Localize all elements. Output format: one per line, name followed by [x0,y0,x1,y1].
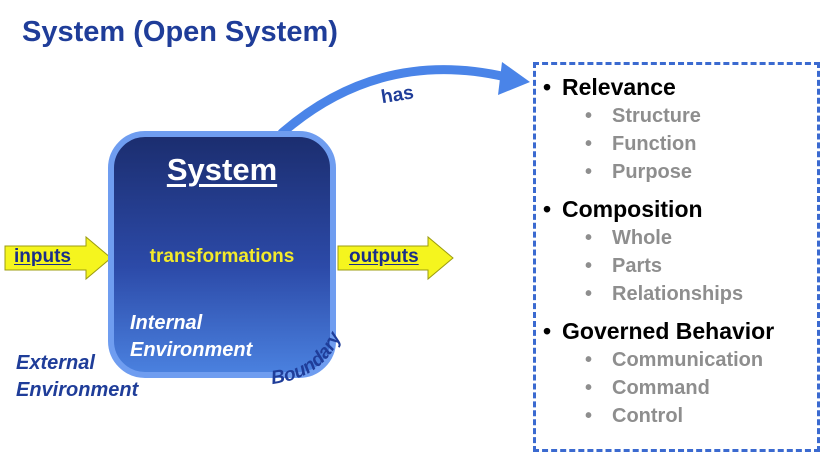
external-environment-label: External Environment [16,350,138,404]
external-line-1: External [16,352,95,374]
property-group-relevance: •Relevance •Structure •Function •Purpose [543,72,818,186]
bullet-icon: • [585,405,593,427]
bullet-icon: • [585,255,593,277]
bullet-icon: • [543,196,552,222]
outputs-arrow [337,235,454,281]
property-heading: •Relevance [543,74,676,100]
bullet-icon: • [585,349,593,371]
bullet-icon: • [585,105,593,127]
property-heading: •Composition [543,196,703,222]
property-item: •Whole [543,224,818,252]
property-item: •Relationships [543,280,818,308]
property-group-composition: •Composition •Whole •Parts •Relationship… [543,194,818,308]
bullet-icon: • [585,283,593,305]
property-item: •Structure [543,102,818,130]
transformations-label: transformations [149,246,295,267]
properties-list: •Relevance •Structure •Function •Purpose… [543,72,818,438]
bullet-icon: • [543,74,552,100]
internal-line-2: Environment [130,339,253,361]
internal-environment-label: Internal Environment [130,310,252,364]
bullet-icon: • [585,377,593,399]
property-group-governed-behavior: •Governed Behavior •Communication •Comma… [543,316,818,430]
property-item: •Communication [543,346,818,374]
property-item: •Function [543,130,818,158]
bullet-icon: • [585,227,593,249]
system-box [108,131,336,378]
properties-panel [533,62,820,452]
bullet-icon: • [543,318,552,344]
property-item: •Control [543,402,818,430]
external-line-2: Environment [16,379,139,401]
page-title: System (Open System) [22,16,338,48]
internal-line-1: Internal [130,312,203,334]
bullet-icon: • [585,133,593,155]
has-label: has [380,82,416,108]
property-heading: •Governed Behavior [543,318,775,344]
inputs-arrow [4,235,112,281]
has-arrow-head [498,62,530,95]
property-item: •Parts [543,252,818,280]
bullet-icon: • [585,161,593,183]
system-title: System [166,152,278,187]
property-item: •Purpose [543,158,818,186]
has-arrow-curve [277,65,511,138]
property-item: •Command [543,374,818,402]
inputs-label: inputs [14,246,71,267]
outputs-label: outputs [349,246,419,267]
